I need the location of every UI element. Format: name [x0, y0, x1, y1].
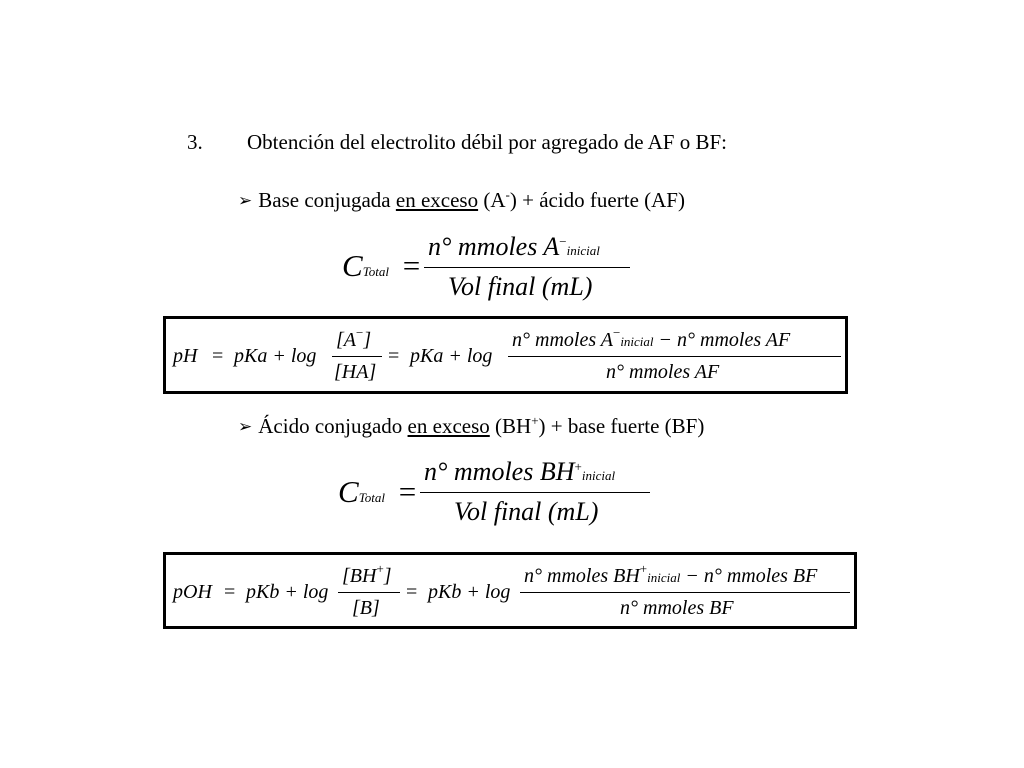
box-term: pKa + log	[410, 345, 493, 367]
fraction-numerator: n° mmoles A−inicial − n° mmoles AF	[512, 325, 791, 351]
box-lhs: pOH	[173, 581, 212, 603]
fraction-numerator: n° mmoles BH+inicial − n° mmoles BF	[524, 561, 818, 587]
bullet-case2: ➢ Ácido conjugado en exceso (BH+) + base …	[238, 414, 704, 439]
box-term: pKa + log	[234, 345, 317, 367]
box-eq: =	[406, 581, 418, 603]
fraction-denominator: n° mmoles BF	[620, 597, 734, 619]
arrow-bullet-icon: ➢	[238, 417, 253, 436]
underlined-text: en exceso	[407, 414, 490, 438]
fraction-numerator: [BH+]	[342, 561, 392, 587]
arrow-bullet-icon: ➢	[238, 191, 253, 210]
fraction-line	[520, 592, 850, 593]
underlined-text: en exceso	[395, 188, 479, 212]
fraction-numerator: [A−]	[336, 325, 372, 351]
fraction-denominator: [B]	[352, 597, 380, 619]
fraction-line	[508, 356, 841, 357]
bullet-text: Base conjugada	[258, 188, 396, 212]
box-lhs: pH	[173, 345, 198, 367]
section-title: Obtención del electrolito débil por agre…	[247, 130, 727, 154]
charge-sup: +	[531, 413, 539, 428]
box-term: pKb + log	[246, 581, 329, 603]
ctotal-denominator: Vol final (mL)	[454, 497, 599, 526]
bullet-case1: ➢ Base conjugada en exceso (A-) + ácido f…	[238, 188, 685, 213]
fraction-line	[424, 267, 630, 268]
fraction-line	[338, 592, 400, 593]
bullet-text: (BH	[489, 414, 532, 438]
bullet-text: ) + ácido fuerte (AF)	[509, 188, 685, 212]
box-eq: =	[388, 345, 400, 367]
fraction-line	[420, 492, 650, 493]
box-term: pKb + log	[428, 581, 511, 603]
fraction-line	[332, 356, 382, 357]
equation-box-case2: pOH = pKb + log [BH+] [B] = pKb + log n°…	[163, 552, 857, 629]
ctotal-denominator: Vol final (mL)	[448, 272, 593, 301]
bullet-text: (A	[478, 188, 506, 212]
fraction-denominator: [HA]	[334, 361, 377, 383]
charge-sup: -	[505, 187, 510, 202]
section-number: 3.	[187, 130, 203, 154]
ctotal-numerator: n° mmoles BH+inicial	[424, 457, 616, 486]
fraction-denominator: n° mmoles AF	[606, 361, 720, 383]
box-eq: =	[212, 345, 224, 367]
bullet-text: Ácido conjugado	[258, 414, 408, 438]
box-eq: =	[224, 581, 236, 603]
ctotal-lhs: CTotal =	[338, 474, 417, 509]
ctotal-numerator: n° mmoles A−inicial	[428, 232, 600, 261]
bullet-text: ) + base fuerte (BF)	[538, 414, 705, 438]
ctotal-lhs: CTotal =	[342, 248, 421, 283]
equation-box-case1: pH = pKa + log [A−] [HA] = pKa + log n° …	[163, 316, 848, 394]
